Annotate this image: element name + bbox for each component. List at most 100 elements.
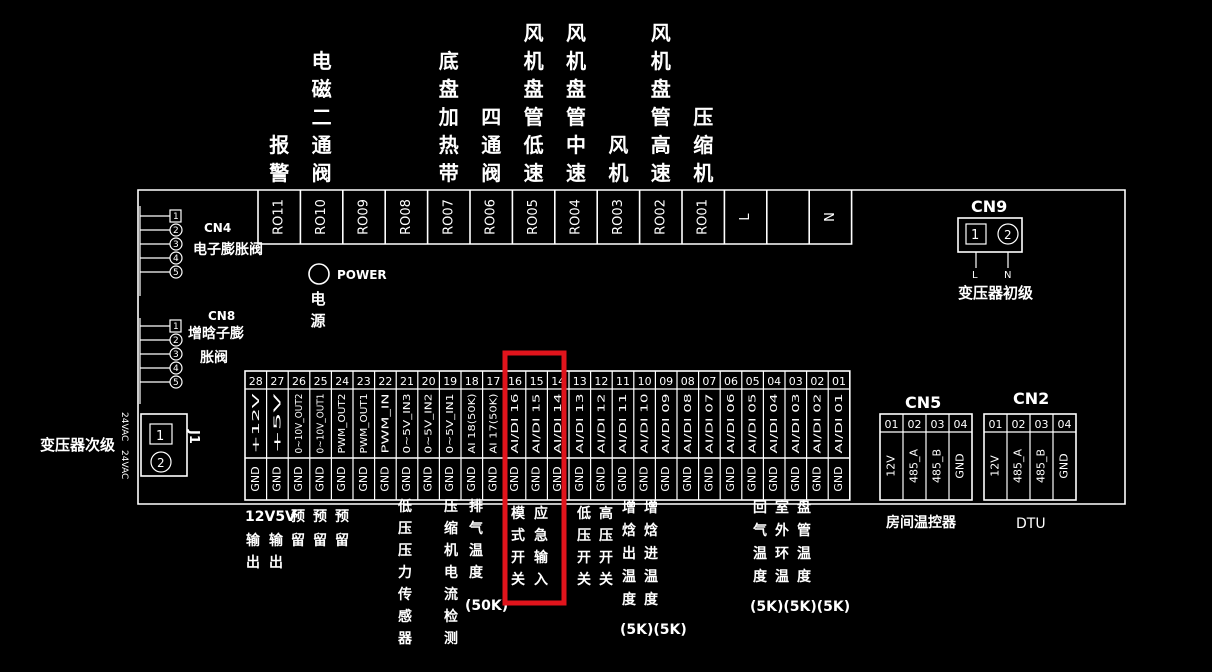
relay-label-char: 底 bbox=[439, 49, 459, 73]
relay-label-char: 盘 bbox=[651, 77, 671, 101]
io-desc-char: 温 bbox=[622, 569, 636, 585]
io-desc-char: 式 bbox=[511, 527, 525, 544]
cn2-name: CN2 bbox=[1013, 389, 1049, 408]
power-desc: 电源 bbox=[310, 290, 325, 330]
io-desc-char: 度 bbox=[622, 591, 637, 608]
io-signal-12: AI/DI 12 bbox=[596, 394, 607, 454]
io-desc-char: 压 bbox=[398, 521, 412, 537]
relay-label-char: 阀 bbox=[481, 161, 501, 185]
io-signal-02: AI/DI 02 bbox=[812, 394, 823, 454]
io-desc-char: 器 bbox=[397, 631, 413, 647]
io-desc-char: 关 bbox=[577, 571, 591, 588]
io-num-01: 01 bbox=[832, 375, 846, 388]
cn5-signal-01: 12V bbox=[885, 455, 898, 477]
pin-number: 4 bbox=[173, 364, 179, 374]
io-signal-10: AI/DI 10 bbox=[640, 394, 651, 454]
io-gnd-08: GND bbox=[681, 466, 694, 491]
relay-label-char: 盘 bbox=[566, 77, 586, 101]
io-num-15: 15 bbox=[530, 375, 544, 388]
cn2-pin-03: 03 bbox=[1035, 418, 1049, 431]
pin-circle bbox=[169, 347, 183, 361]
io-desc-char: 测 bbox=[444, 630, 458, 647]
io-desc-char: 增 bbox=[644, 499, 658, 516]
relay-label-char: 风 bbox=[651, 21, 671, 45]
j1-voltage-2: 24VAC bbox=[119, 450, 129, 479]
io-desc-char: 环 bbox=[775, 546, 789, 562]
highlight-box bbox=[502, 350, 567, 606]
pin-number: 1 bbox=[173, 212, 179, 222]
io-desc-char: 焓 bbox=[644, 522, 658, 539]
relay-code-RO10: RO10 bbox=[314, 199, 329, 235]
io-desc-char: 温 bbox=[775, 569, 789, 585]
io-gnd-05: GND bbox=[746, 466, 759, 491]
io-desc-char: 感 bbox=[398, 608, 412, 625]
io-desc-char: 度 bbox=[797, 568, 812, 585]
pin-square bbox=[169, 209, 182, 223]
pin-number: 3 bbox=[173, 240, 179, 250]
relay-label-char: 加 bbox=[438, 105, 459, 129]
io-gnd-06: GND bbox=[724, 466, 737, 491]
io-desc-5k-5k-5k: (5K)(5K)(5K) bbox=[750, 599, 850, 615]
io-desc-char: 传 bbox=[397, 586, 412, 603]
relay-label-char: 带 bbox=[439, 161, 459, 185]
io-desc-char: 压 bbox=[398, 543, 412, 559]
io-gnd-03: GND bbox=[789, 466, 802, 491]
io-gnd-16: GND bbox=[508, 466, 521, 491]
io-signal-22: PWM_IN bbox=[380, 394, 391, 454]
io-desc-char: 输 bbox=[269, 532, 284, 549]
io-gnd-14: GND bbox=[551, 466, 564, 491]
relay-label-char: 磁 bbox=[312, 77, 332, 101]
relay-label-char: 机 bbox=[651, 49, 671, 73]
relay-code-RO11: RO11 bbox=[272, 199, 287, 235]
cn2-signal-02: 485_A bbox=[1012, 449, 1025, 483]
cn8-desc2: 胀阀 bbox=[200, 349, 228, 366]
relay-label-char: 四 bbox=[481, 105, 501, 129]
io-desc-char: 关 bbox=[511, 571, 525, 588]
io-gnd-20: GND bbox=[422, 466, 435, 491]
io-signal-11: AI/DI 11 bbox=[618, 394, 629, 454]
io-signal-06: AI/DI 06 bbox=[726, 394, 737, 454]
io-desc-char: 排 bbox=[469, 498, 483, 515]
io-gnd-23: GND bbox=[357, 466, 370, 491]
io-signal-17: AI 17(50K) bbox=[488, 393, 499, 453]
relay-label-char: 机 bbox=[608, 161, 628, 185]
relay-code-L: L bbox=[738, 213, 753, 221]
io-desc-char: 预 bbox=[335, 509, 349, 525]
j1-pin-2: 2 bbox=[157, 456, 165, 470]
cn5-pin-04: 04 bbox=[954, 418, 968, 431]
io-desc-char: 关 bbox=[599, 571, 613, 588]
cn4-desc: 电子膨胀阀 bbox=[193, 241, 263, 258]
relay-code-RO07: RO07 bbox=[441, 199, 456, 235]
relay-code-RO08: RO08 bbox=[399, 199, 414, 235]
io-gnd-11: GND bbox=[616, 466, 629, 491]
io-gnd-07: GND bbox=[702, 466, 715, 491]
relay-label-char: 风 bbox=[608, 133, 628, 157]
io-gnd-04: GND bbox=[767, 466, 780, 491]
io-desc-char: 气 bbox=[468, 520, 483, 537]
relay-code-N: N bbox=[823, 212, 838, 222]
io-num-23: 23 bbox=[357, 375, 371, 388]
pin-circle bbox=[169, 237, 183, 251]
relay-label-char: 报 bbox=[269, 133, 289, 157]
cn9-pin-label-l: L bbox=[972, 270, 978, 281]
io-gnd-18: GND bbox=[465, 466, 478, 491]
pin-number: 5 bbox=[173, 378, 179, 388]
io-desc-char: 预 bbox=[313, 509, 327, 525]
io-num-09: 09 bbox=[659, 375, 673, 388]
cn5-signal-04: GND bbox=[954, 453, 967, 478]
io-signal-23: PWM_OUT1 bbox=[359, 394, 370, 454]
io-desc-char: 机 bbox=[444, 542, 458, 559]
relay-label-char: 速 bbox=[524, 161, 544, 185]
io-signal-25: 0~10V_OUT1 bbox=[316, 394, 327, 454]
pin-number: 2 bbox=[173, 226, 179, 236]
io-num-18: 18 bbox=[465, 375, 479, 388]
io-gnd-01: GND bbox=[832, 466, 845, 491]
relay-label-char: 盘 bbox=[439, 77, 459, 101]
io-gnd-25: GND bbox=[314, 466, 327, 491]
io-num-11: 11 bbox=[616, 375, 630, 388]
io-signal-07: AI/DI 07 bbox=[704, 394, 715, 454]
cn5-signal-03: 485_B bbox=[931, 449, 944, 483]
io-desc-char: 度 bbox=[644, 591, 659, 608]
